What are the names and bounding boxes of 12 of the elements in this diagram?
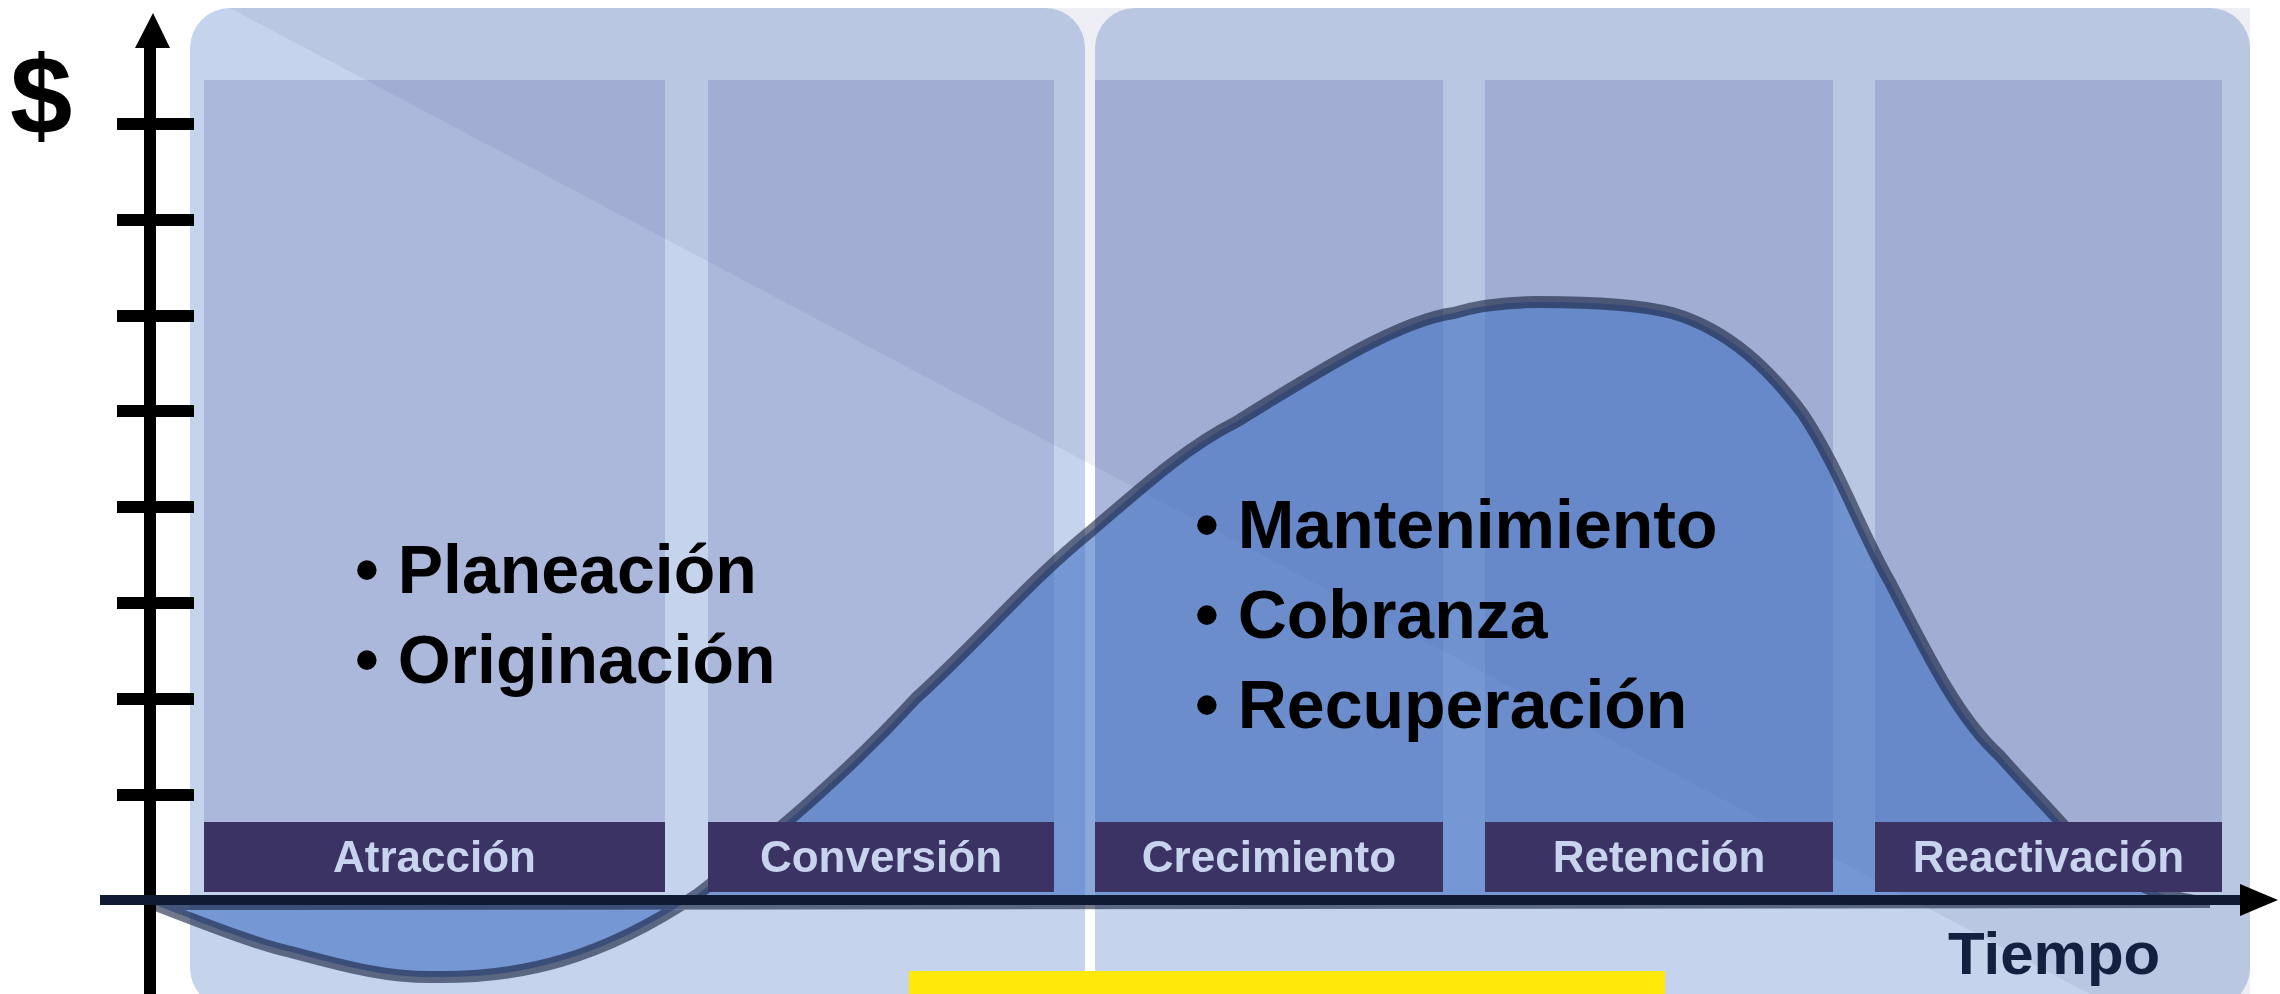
bullet-item: • Mantenimiento xyxy=(1195,490,1718,558)
phase-panel xyxy=(1095,8,2250,994)
phase-label: Conversión xyxy=(708,822,1054,892)
axis-label: $ xyxy=(10,40,73,152)
bullet-item: • Cobranza xyxy=(1195,580,1548,648)
phase-label: Crecimiento xyxy=(1095,822,1443,892)
bullet-item: • Planeación xyxy=(355,535,757,603)
phase-label: Atracción xyxy=(204,822,665,892)
axis-label: Tiempo xyxy=(1948,924,2161,984)
phase-label: Retención xyxy=(1485,822,1833,892)
phase-panel xyxy=(190,8,1085,994)
phase-label: Reactivación xyxy=(1875,822,2222,892)
